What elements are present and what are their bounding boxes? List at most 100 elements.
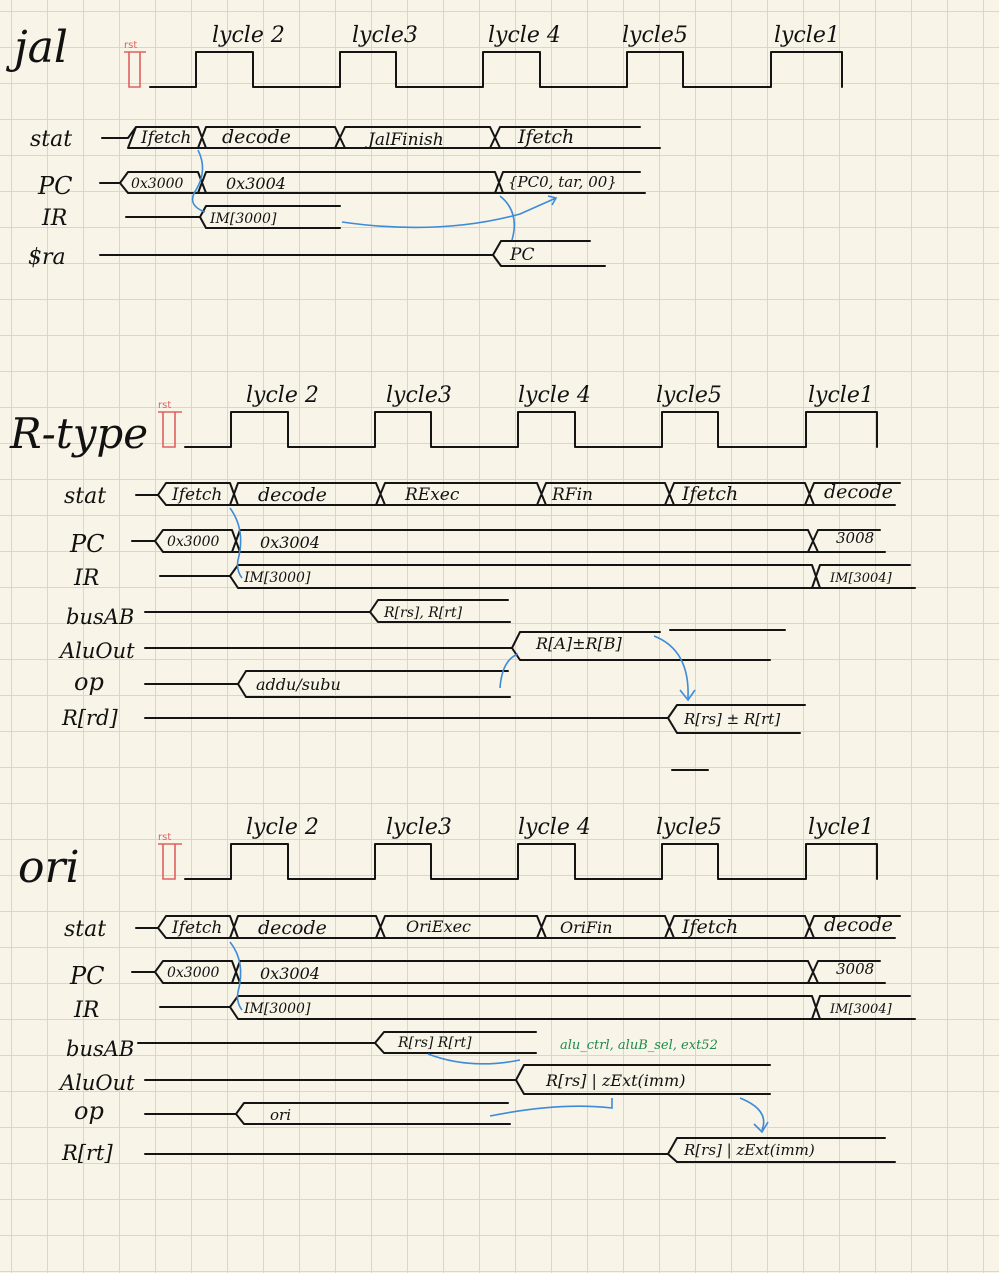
rtype-signal-label: stat	[64, 484, 106, 509]
rtype-pc-value: 0x3000	[167, 534, 220, 550]
ori-ir-value: IM[3000]	[243, 1001, 311, 1017]
ori-pc-value: 3008	[836, 960, 874, 978]
rtype-ir-value: IM[3004]	[829, 571, 893, 586]
ori-arrow	[427, 1053, 521, 1065]
rtype-arrow	[229, 507, 243, 579]
jal-reset-pulse: rst	[124, 40, 146, 88]
rtype-op-bus	[144, 670, 511, 698]
jal-title: jal	[5, 22, 68, 73]
jal-stat-value: decode	[222, 126, 291, 148]
jal-arrow	[341, 197, 557, 229]
jal-clock-waveform	[149, 51, 843, 88]
ori-stat-value: OriFin	[560, 918, 612, 937]
rtype-clock-waveform	[184, 411, 878, 448]
rtype-cycle-label: lycle1	[808, 383, 874, 408]
ori-arrow	[489, 1098, 613, 1117]
jal-cycle-label: lycle 2	[212, 23, 285, 48]
rtype-cycle-label: lycle 4	[518, 383, 591, 408]
rtype-rd-bus	[144, 704, 806, 771]
rtype-signal-label: IR	[73, 566, 99, 591]
jal-pc-value: 0x3004	[226, 174, 286, 193]
ori-cycle-label: lycle 2	[246, 815, 319, 840]
ori-signal-label: PC	[69, 962, 105, 990]
rtype-busab-value: R[rs], R[rt]	[383, 605, 463, 621]
rtype-stat-value: Ifetch	[681, 483, 738, 505]
jal-ir-value: IM[3000]	[209, 211, 277, 227]
jal-stat-value: Ifetch	[517, 126, 574, 148]
rtype-arrow	[499, 653, 519, 689]
rtype-rst-mark	[158, 411, 182, 448]
rtype-arrow	[653, 635, 696, 702]
ori-rst-label: rst	[158, 832, 171, 843]
ori-signal-label: busAB	[66, 1037, 134, 1061]
rtype-cycle-label: lycle3	[386, 383, 452, 408]
rtype-stat-value: RFin	[551, 485, 593, 505]
ori-stat-value: decode	[258, 917, 327, 939]
jal-rst-label: rst	[124, 40, 137, 51]
rtype-stat-value: Ifetch	[171, 485, 222, 505]
rtype-signal-label: busAB	[66, 605, 134, 629]
rtype-cycle-label: lycle5	[656, 383, 722, 408]
ori-signal-label: stat	[64, 917, 106, 942]
jal-diagram: jal rst lycle 2 lycle3 lycle 4 lycle5 ly…	[5, 22, 843, 270]
ori-rt-value: R[rs] | zExt(imm)	[683, 1141, 815, 1159]
rtype-cycle-label: lycle 2	[246, 383, 319, 408]
rtype-rst-label: rst	[158, 400, 171, 411]
rtype-signal-label: op	[74, 668, 104, 696]
jal-arrow	[547, 195, 558, 206]
ori-ir-value: IM[3004]	[829, 1002, 893, 1017]
ori-cycle-label: lycle5	[656, 815, 722, 840]
jal-cycle-label: lycle1	[774, 23, 840, 48]
jal-stat-value: JalFinish	[365, 130, 444, 150]
rtype-stat-value: RExec	[404, 485, 460, 505]
ori-aluout-value: R[rs] | zExt(imm)	[545, 1071, 685, 1090]
ori-aluout-bus	[144, 1064, 771, 1095]
jal-arrow	[499, 195, 516, 241]
ori-busab-bus	[137, 1031, 537, 1054]
rtype-stat-bus	[135, 482, 901, 506]
rtype-rd-value: R[rs] ± R[rt]	[683, 710, 780, 728]
jal-ra-bus	[99, 240, 606, 267]
ori-signal-label: R[rt]	[61, 1141, 113, 1165]
ori-signal-label: op	[74, 1097, 104, 1125]
jal-cycle-label: lycle5	[622, 23, 688, 48]
jal-pc-value: 0x3000	[131, 176, 184, 192]
ori-title: ori	[18, 842, 80, 893]
jal-signal-label: stat	[30, 127, 72, 152]
ori-stat-value: Ifetch	[171, 918, 222, 938]
rtype-pc-bus	[131, 529, 886, 553]
rtype-ir-value: IM[3000]	[243, 570, 311, 586]
ori-rt-bus	[144, 1137, 896, 1163]
ori-cycle-label: lycle 4	[518, 815, 591, 840]
ori-arrow	[739, 1097, 769, 1134]
ori-reset-pulse: rst	[158, 832, 182, 880]
jal-stat-bus	[101, 126, 661, 149]
jal-arrow	[191, 149, 206, 213]
rtype-signal-label: R[rd]	[61, 706, 118, 730]
ori-diagram: ori rst lycle 2 lycle3 lycle 4 lycle5 ly…	[18, 815, 916, 1165]
rtype-busab-bus	[144, 599, 511, 623]
rtype-aluout-bus	[144, 629, 786, 661]
ori-stat-value: decode	[824, 914, 893, 936]
ori-stat-value: OriExec	[406, 917, 471, 936]
jal-pc-value: {PC0, tar, 00}	[508, 173, 617, 191]
jal-pc-bus	[99, 171, 646, 194]
ori-clock-waveform	[184, 843, 878, 880]
ori-pc-value: 0x3000	[167, 965, 220, 981]
rtype-ir-bus	[159, 564, 916, 589]
ori-pc-value: 0x3004	[260, 964, 320, 983]
ori-rst-mark	[158, 843, 182, 880]
rtype-pc-value: 0x3004	[260, 533, 320, 552]
jal-signal-label: $ra	[28, 245, 66, 270]
ori-op-value: ori	[270, 1106, 291, 1124]
rtype-pc-value: 3008	[836, 529, 874, 547]
ori-cycle-label: lycle3	[386, 815, 452, 840]
ori-arrow	[229, 941, 243, 1011]
jal-cycle-label: lycle 4	[488, 23, 561, 48]
ori-stat-bus	[135, 915, 901, 939]
ori-pc-bus	[131, 960, 886, 984]
jal-signal-label: IR	[41, 206, 67, 231]
rtype-stat-value: decode	[824, 481, 893, 503]
jal-rst-mark	[124, 51, 146, 88]
rtype-title: R-type	[9, 409, 148, 458]
